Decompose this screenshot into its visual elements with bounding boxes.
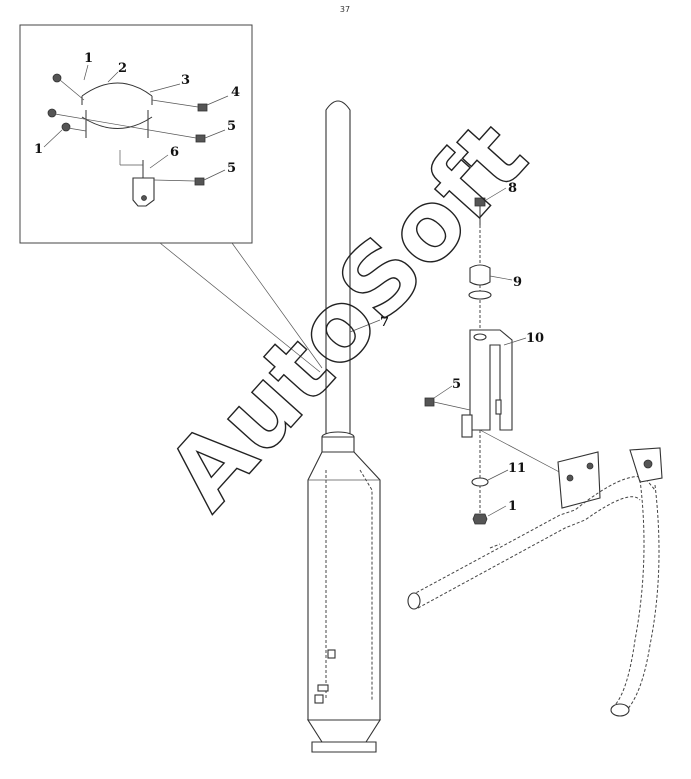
nut-1 (472, 513, 488, 525)
clamp-lower-half (81, 116, 153, 129)
clamp-tabs (85, 110, 149, 138)
tube-lower-edge (417, 496, 641, 609)
washer-11 (471, 477, 489, 487)
callout-leader (204, 129, 226, 139)
guide-line (479, 429, 566, 476)
callout-7: 7 (380, 315, 389, 330)
callout-leader (83, 64, 89, 81)
callout-6: 6 (170, 145, 179, 160)
plate-bolt (586, 462, 594, 470)
callout-8: 8 (508, 181, 517, 196)
callout-1: 1 (508, 499, 517, 514)
bolt-5 (424, 397, 435, 407)
nut-icon (52, 73, 62, 83)
callout-leader (149, 83, 181, 93)
guide-line (433, 401, 471, 411)
callout-5: 5 (452, 377, 461, 392)
tube-end (407, 592, 421, 610)
callout-leader (107, 71, 119, 83)
callout-1: 1 (34, 142, 43, 157)
callout-leader (487, 505, 507, 517)
callout-leader (433, 385, 453, 399)
fitting (327, 649, 336, 659)
callout-leader (203, 169, 226, 181)
muffler-base (306, 719, 382, 743)
leader-line (159, 242, 321, 373)
detail-inset: 1 2 3 4 5 1 6 5 (19, 24, 323, 373)
bracket-6 (132, 177, 155, 207)
tail-pipe (325, 100, 351, 436)
callout-leader (149, 154, 169, 169)
mount-flange (311, 741, 377, 753)
mount-bracket-assembly: 8 9 10 5 11 1 (424, 181, 566, 525)
bolt-icon (194, 177, 205, 186)
callout-leader (485, 187, 507, 201)
bracket-slot (495, 399, 502, 415)
muffler-body (307, 451, 381, 721)
bolt-icon (197, 103, 208, 112)
callout-2: 2 (118, 61, 127, 76)
callout-leader (43, 129, 63, 148)
plate-bolt (566, 474, 574, 482)
callout-leader (487, 469, 509, 481)
tube-detail (489, 543, 501, 549)
bracket-10 (469, 329, 513, 431)
pipe-collar (321, 436, 355, 453)
bracket-hole (141, 195, 147, 201)
fitting (317, 684, 329, 692)
callout-leader (349, 319, 381, 333)
callout-leader (489, 275, 513, 281)
callout-10: 10 (526, 331, 544, 346)
callout-5: 5 (227, 161, 236, 176)
muffler-seam (359, 469, 373, 700)
page-number: 37 (340, 5, 350, 14)
inset-frame (19, 24, 253, 244)
rubber-mount-9 (469, 264, 491, 286)
leader-line (231, 242, 323, 369)
guide-line (59, 79, 85, 101)
callout-leader (503, 337, 527, 346)
bolt-8 (474, 197, 486, 207)
bracket-tab (461, 414, 473, 438)
callout-11: 11 (508, 461, 526, 476)
nut-icon (47, 108, 57, 118)
callout-4: 4 (231, 85, 240, 100)
mount-hole (643, 459, 653, 469)
exhaust-stack: 7 (306, 100, 389, 753)
callout-1: 1 (84, 51, 93, 66)
tube-drop-edge (624, 484, 660, 713)
guide-line (151, 99, 199, 108)
callout-3: 3 (181, 73, 190, 88)
clamp-upper-half (81, 82, 153, 97)
frame-tube (407, 447, 663, 717)
tube-upper-edge (411, 476, 656, 596)
guide-line (153, 179, 196, 182)
callout-5: 5 (227, 119, 236, 134)
frame-plate (557, 451, 601, 509)
guide-line (54, 113, 197, 139)
callout-9: 9 (513, 275, 522, 290)
washer (468, 290, 492, 300)
bracket-hole (473, 333, 487, 341)
tube-end (610, 703, 630, 717)
clamp-upper-ears (81, 96, 153, 105)
nut-icon (61, 122, 71, 132)
callout-leader (206, 95, 229, 106)
tube-drop-edge (614, 479, 645, 706)
fitting (314, 694, 324, 704)
guide-line (67, 127, 87, 132)
bolt-icon (195, 134, 206, 143)
